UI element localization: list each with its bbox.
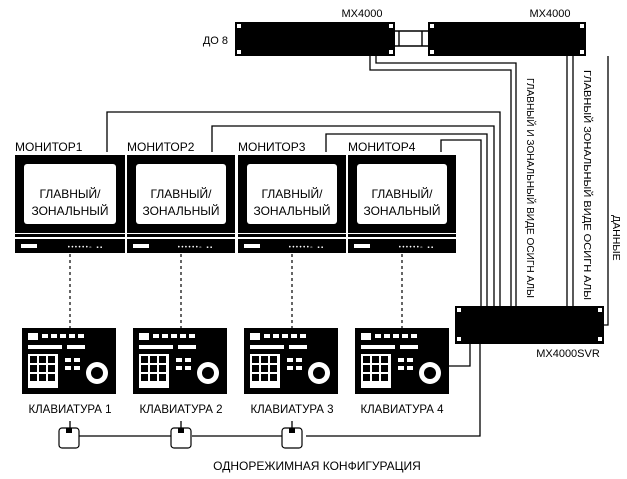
- mx4000-right-label: MX4000: [530, 8, 571, 20]
- keyboard-4-label: КЛАВИАТУРА 4: [360, 404, 444, 416]
- keyboard-1: [22, 328, 116, 394]
- video-signal-label-1: ГЛАВНЫЙ И ЗОНАЛЬНЫЙ ВИДЕ ОСИГН АЛЫ: [524, 78, 537, 298]
- data-label: ДАННЫЕ: [610, 215, 622, 261]
- keyboard-3-label: КЛАВИАТУРА 3: [250, 404, 333, 416]
- mx4000-right-switcher: [428, 22, 586, 56]
- diagram-caption: ОДНОРЕЖИМНАЯ КОНФИГУРАЦИЯ: [213, 459, 421, 473]
- svg-text:••••••▫ ▪▪: ••••••▫ ▪▪: [398, 244, 434, 251]
- monitor-4-title: МОНИТОР4: [348, 140, 416, 154]
- monitor-4-screen-line1: ГЛАВНЫЙ/: [372, 186, 434, 201]
- monitor-1-title: МОНИТОР1: [15, 140, 83, 154]
- do8-label: ДО 8: [203, 35, 228, 47]
- keyboard-2: [133, 328, 227, 394]
- monitor-2-screen-line2: ЗОНАЛЬНЫЙ: [142, 203, 219, 218]
- junction-box-1: [58, 427, 80, 449]
- monitor-1-screen-line2: ЗОНАЛЬНЫЙ: [31, 203, 108, 218]
- monitor-3-screen-line2: ЗОНАЛЬНЫЙ: [253, 203, 330, 218]
- monitor-2-title: МОНИТОР2: [127, 140, 195, 154]
- junction-box-2: [170, 427, 192, 449]
- monitor-4-screen-line2: ЗОНАЛЬНЫЙ: [363, 203, 440, 218]
- junction-box-3: [281, 427, 303, 449]
- keyboard-3: [244, 328, 338, 394]
- svg-text:••••••▫ ▪▪: ••••••▫ ▪▪: [288, 244, 324, 251]
- mx4000svr-label: MX4000SVR: [536, 348, 600, 360]
- video-signal-label-2: ГЛАВНЫЙ ЗОНАЛЬНЫЙ ВИДЕ ОСИГН АЛЫ: [581, 70, 594, 300]
- monitor-3-title: МОНИТОР3: [238, 140, 306, 154]
- mx4000svr-unit: [455, 306, 604, 344]
- keyboard-1-label: КЛАВИАТУРА 1: [28, 404, 111, 416]
- monitor-4: ••••••▫ ▪▪: [348, 155, 456, 253]
- monitor-keyboard-dashed-links: [69, 254, 403, 328]
- data-bus: [69, 344, 481, 437]
- monitor-2: ••••••▫ ▪▪: [127, 155, 235, 253]
- monitor-1-screen-line1: ГЛАВНЫЙ/: [40, 186, 102, 201]
- monitor-3-screen-line1: ГЛАВНЫЙ/: [262, 186, 324, 201]
- keyboard-4: [355, 328, 449, 394]
- video-cables: [369, 56, 609, 326]
- mx4000-left-label: MX4000: [342, 8, 383, 20]
- svg-text:••••••▫ ▪▪: ••••••▫ ▪▪: [177, 244, 213, 251]
- keyboard-2-label: КЛАВИАТУРА 2: [139, 404, 222, 416]
- keyboard4-svr-cable: [449, 344, 471, 367]
- switcher-link-cable: [395, 30, 428, 47]
- monitor-1: ••••••▫ ▪▪: [15, 155, 125, 253]
- monitor-cables: [106, 111, 501, 306]
- svg-text:••••••▫ ▪▪: ••••••▫ ▪▪: [67, 244, 103, 251]
- mx4000-left-switcher: [235, 22, 395, 56]
- monitor-3: ••••••▫ ▪▪: [238, 155, 346, 253]
- monitor-2-screen-line1: ГЛАВНЫЙ/: [151, 186, 213, 201]
